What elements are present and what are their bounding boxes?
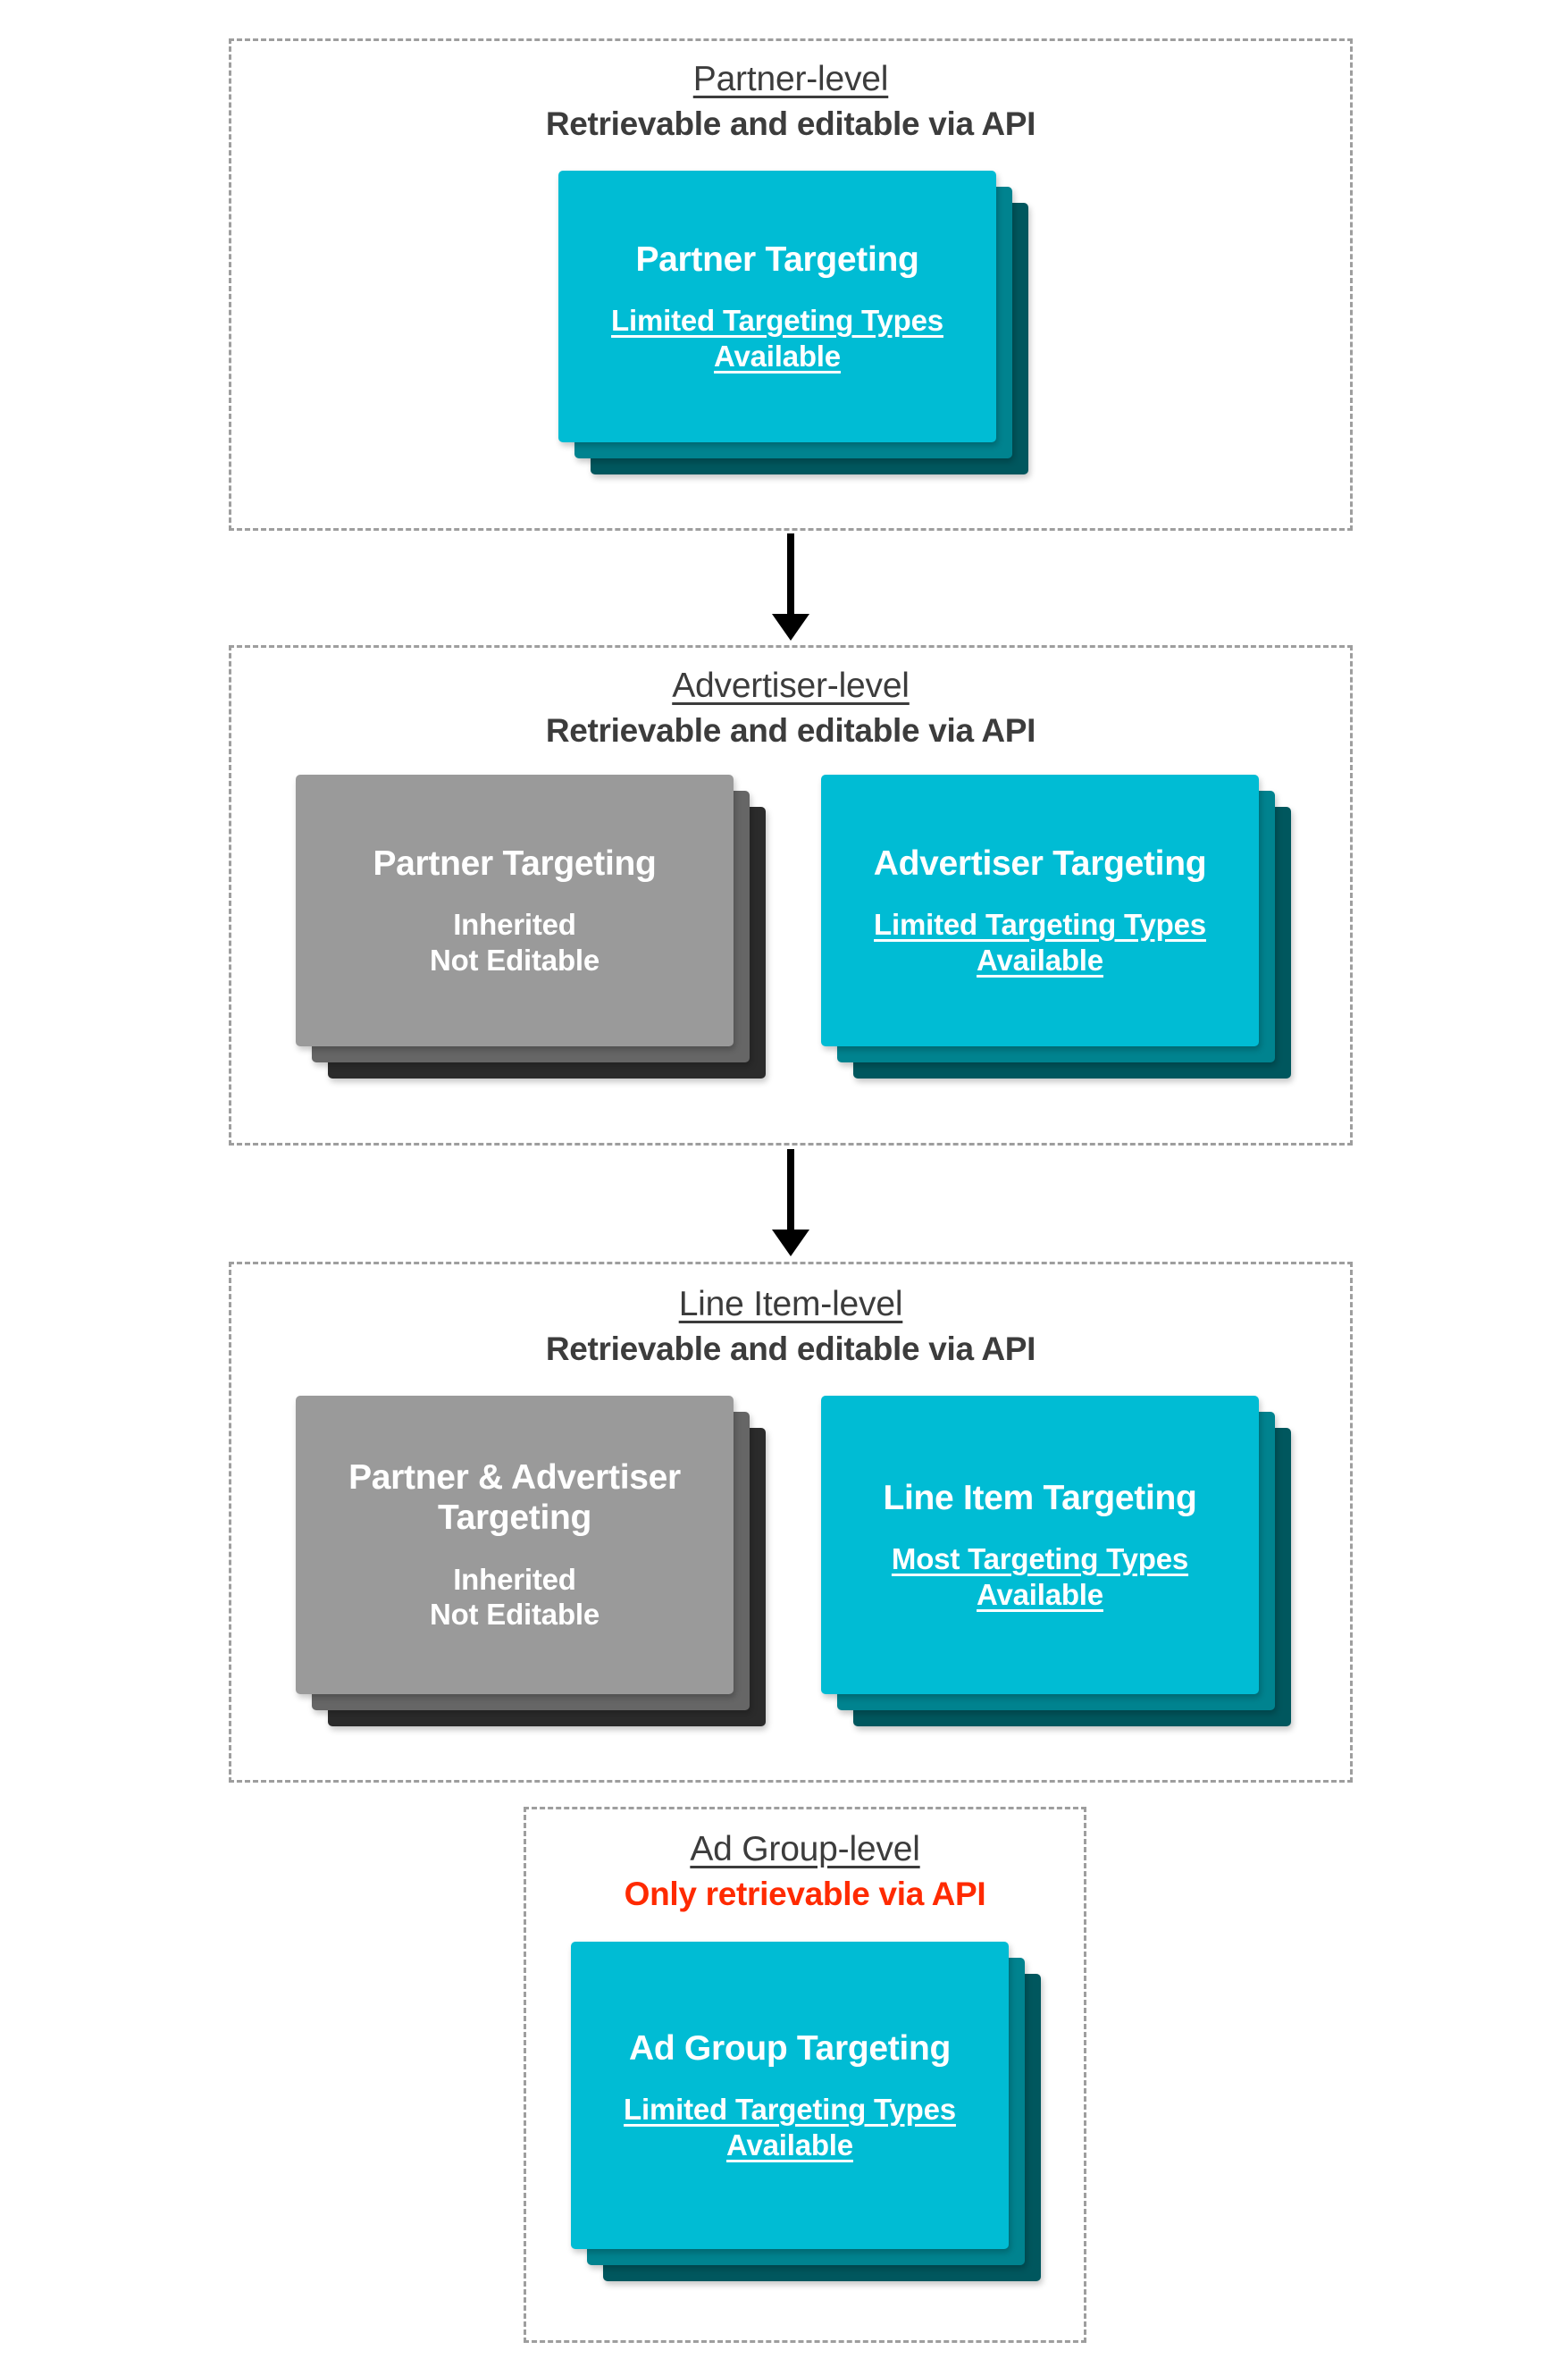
- down-arrow-icon-advertiser-to-line-item: [772, 1149, 809, 1256]
- card-body: Line Item Targeting Most Targeting Types…: [821, 1396, 1259, 1694]
- card-title: Line Item Targeting: [883, 1478, 1197, 1517]
- level-subtitle-partner: Retrievable and editable via API: [545, 105, 1036, 143]
- arrow-shaft: [787, 533, 794, 618]
- card-stack-advertiser-targeting: Advertiser Targeting Limited Targeting T…: [821, 775, 1291, 1079]
- level-subtitle-ad-group: Only retrievable via API: [624, 1876, 986, 1913]
- card-layer-front[interactable]: Partner Targeting Limited Targeting Type…: [558, 171, 996, 442]
- level-header-partner: Partner-level Retrievable and editable v…: [231, 59, 1350, 144]
- card-note[interactable]: Limited Targeting Types Available: [874, 908, 1206, 977]
- card-stack-ad-group-targeting: Ad Group Targeting Limited Targeting Typ…: [571, 1942, 1041, 2281]
- level-header-line-item: Line Item-level Retrievable and editable…: [231, 1284, 1350, 1369]
- arrow-head: [772, 1230, 809, 1256]
- card-body: Partner Targeting Inherited Not Editable: [296, 775, 734, 1046]
- level-title-line-item: Line Item-level: [678, 1285, 903, 1323]
- level-container-advertiser: Advertiser-level Retrievable and editabl…: [229, 645, 1353, 1146]
- card-layer-front[interactable]: Ad Group Targeting Limited Targeting Typ…: [571, 1942, 1009, 2249]
- level-title-ad-group: Ad Group-level: [690, 1830, 920, 1868]
- level-container-partner: Partner-level Retrievable and editable v…: [229, 38, 1353, 531]
- card-stack-line-item-targeting: Line Item Targeting Most Targeting Types…: [821, 1396, 1291, 1726]
- card-note[interactable]: Most Targeting Types Available: [891, 1542, 1189, 1611]
- card-body: Ad Group Targeting Limited Targeting Typ…: [571, 1942, 1009, 2249]
- card-note: Inherited Not Editable: [429, 908, 600, 977]
- card-note: Inherited Not Editable: [429, 1562, 600, 1632]
- level-container-line-item: Line Item-level Retrievable and editable…: [229, 1262, 1353, 1783]
- card-title: Partner Targeting: [373, 844, 657, 883]
- card-title: Partner Targeting: [635, 239, 919, 279]
- arrow-head: [772, 614, 809, 641]
- card-body: Partner Targeting Limited Targeting Type…: [558, 171, 996, 442]
- down-arrow-icon-partner-to-advertiser: [772, 533, 809, 641]
- card-body: Partner & Advertiser Targeting Inherited…: [296, 1396, 734, 1694]
- level-container-ad-group: Ad Group-level Only retrievable via API …: [524, 1807, 1086, 2343]
- card-title: Advertiser Targeting: [873, 844, 1207, 883]
- card-layer-front[interactable]: Partner & Advertiser Targeting Inherited…: [296, 1396, 734, 1694]
- card-stack-partner-targeting: Partner Targeting Limited Targeting Type…: [558, 171, 1028, 474]
- card-title: Partner & Advertiser Targeting: [348, 1458, 681, 1538]
- card-note[interactable]: Limited Targeting Types Available: [624, 2093, 956, 2161]
- level-title-advertiser: Advertiser-level: [672, 667, 910, 705]
- card-body: Advertiser Targeting Limited Targeting T…: [821, 775, 1259, 1046]
- level-header-ad-group: Ad Group-level Only retrievable via API: [526, 1829, 1084, 1914]
- card-layer-front[interactable]: Advertiser Targeting Limited Targeting T…: [821, 775, 1259, 1046]
- card-layer-front[interactable]: Partner Targeting Inherited Not Editable: [296, 775, 734, 1046]
- level-subtitle-line-item: Retrievable and editable via API: [545, 1330, 1036, 1368]
- card-note[interactable]: Limited Targeting Types Available: [611, 304, 943, 373]
- arrow-shaft: [787, 1149, 794, 1234]
- card-title: Ad Group Targeting: [628, 2028, 952, 2068]
- level-title-partner: Partner-level: [692, 60, 889, 98]
- card-layer-front[interactable]: Line Item Targeting Most Targeting Types…: [821, 1396, 1259, 1694]
- level-header-advertiser: Advertiser-level Retrievable and editabl…: [231, 666, 1350, 751]
- level-subtitle-advertiser: Retrievable and editable via API: [545, 712, 1036, 750]
- card-stack-line-item-inherited: Partner & Advertiser Targeting Inherited…: [296, 1396, 766, 1726]
- card-stack-advertiser-inherited-partner: Partner Targeting Inherited Not Editable: [296, 775, 766, 1079]
